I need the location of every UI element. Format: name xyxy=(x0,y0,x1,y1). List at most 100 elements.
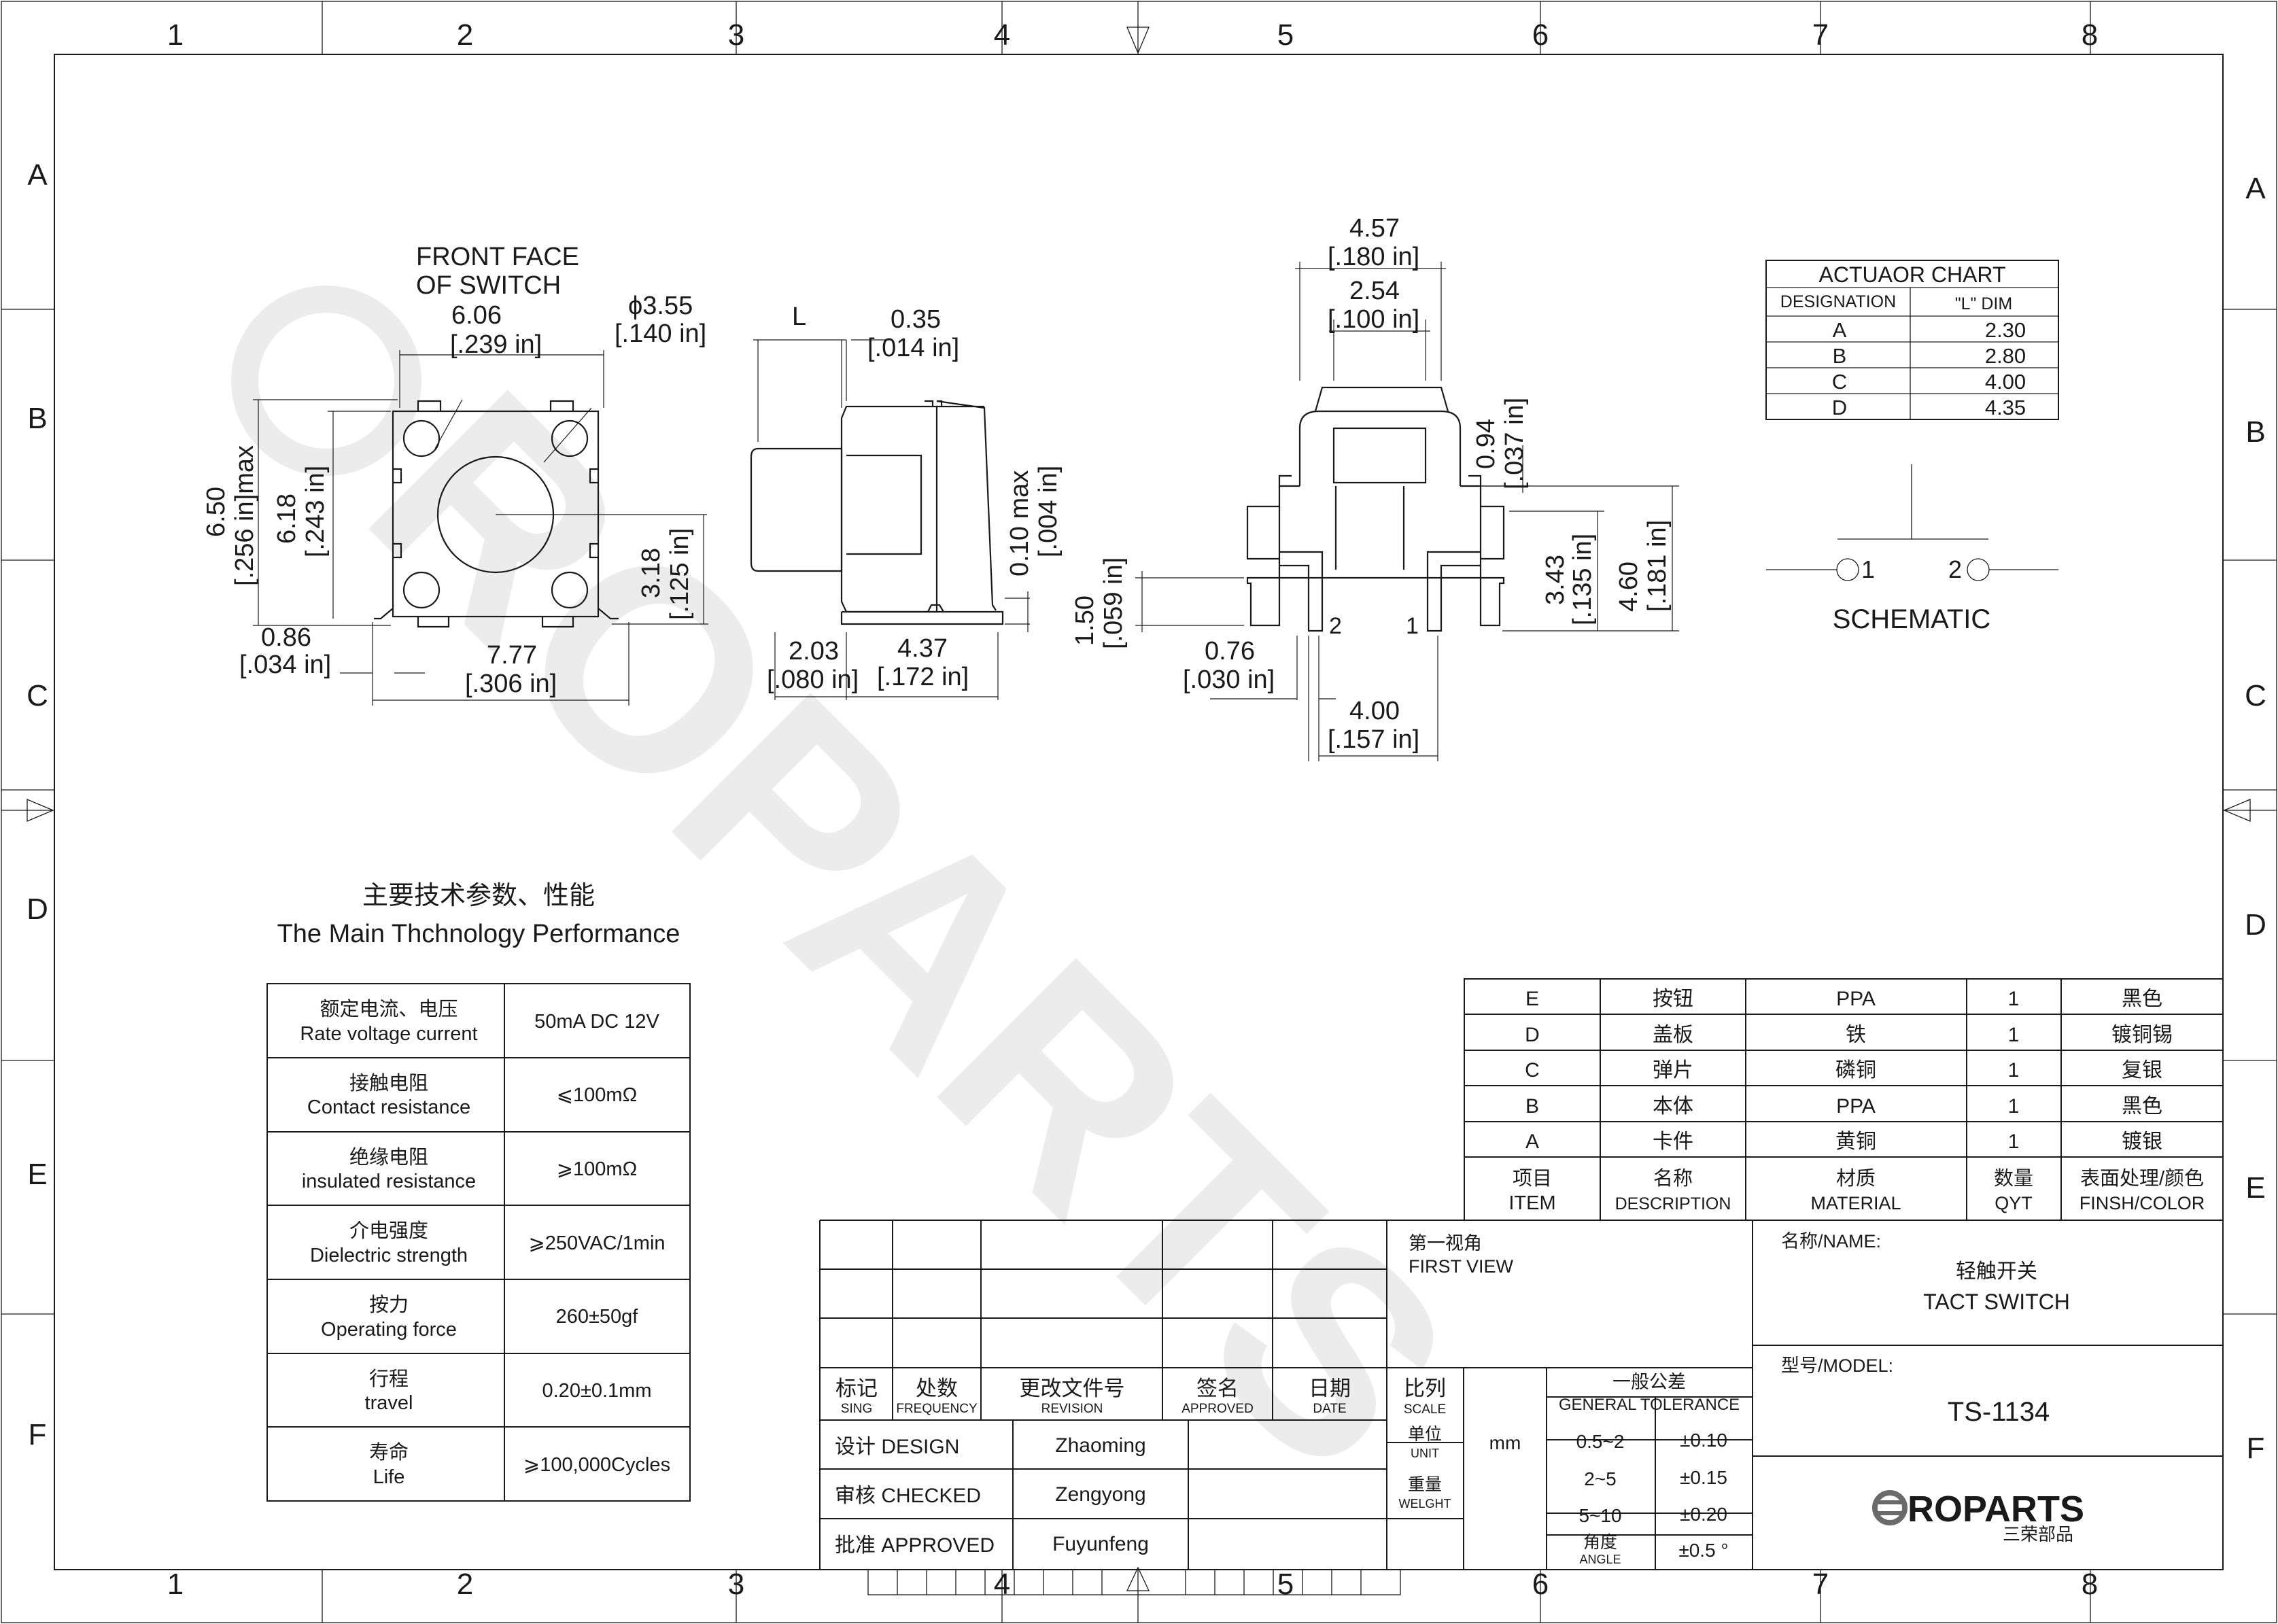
bom-row-d-item: D xyxy=(1525,1024,1540,1046)
bom-row-a-qty: 1 xyxy=(2008,1130,2020,1153)
rev-header-revision-en: REVISION xyxy=(1041,1402,1103,1416)
perf-row-7-en: Life xyxy=(373,1466,405,1488)
tolerance-value-2: ±0.15 xyxy=(1680,1467,1727,1488)
title-block xyxy=(819,1220,2223,1595)
actuator-row-a-value: 2.30 xyxy=(1985,318,2026,342)
zone-row-label: F xyxy=(29,1418,47,1451)
dim-035-in: [.014 in] xyxy=(867,334,959,362)
bom-header-finish-cn: 表面处理/颜色 xyxy=(2080,1167,2204,1190)
rev-header-approved-en: APPROVED xyxy=(1181,1402,1254,1416)
signoff-checked-role: 审核 CHECKED xyxy=(835,1485,981,1507)
name-en: TACT SWITCH xyxy=(1923,1290,2070,1314)
perf-row-3-cn: 绝缘电阻 xyxy=(349,1146,428,1169)
model-label: 型号/MODEL: xyxy=(1781,1355,1893,1376)
zone-row-label: B xyxy=(27,402,47,435)
scale-cn: 比列 xyxy=(1404,1377,1446,1400)
rev-header-approved-cn: 签名 xyxy=(1196,1377,1239,1400)
signoff-approved-role: 批准 APPROVED xyxy=(835,1534,995,1557)
dim-606-mm: 6.06 xyxy=(451,301,502,330)
dim-355-in: [.140 in] xyxy=(615,319,706,348)
front-view xyxy=(253,350,708,706)
dim-254-mm: 2.54 xyxy=(1349,277,1400,305)
bom-row-b-item: B xyxy=(1525,1095,1539,1118)
unit-value: mm xyxy=(1489,1432,1521,1453)
rev-header-date-cn: 日期 xyxy=(1309,1377,1351,1400)
unit-cn: 单位 xyxy=(1408,1425,1442,1444)
zone-column-label: 1 xyxy=(167,18,184,52)
dim-094-in: [.037 in] xyxy=(1500,398,1529,489)
dim-L-label: L xyxy=(792,303,806,331)
center-mark-left xyxy=(1,799,54,822)
bom-row-e-finish: 黑色 xyxy=(2122,988,2162,1010)
signoff-checked-name: Zengyong xyxy=(1055,1483,1145,1506)
zone-column-label: 8 xyxy=(2082,18,2098,52)
bom-row-e-material: PPA xyxy=(1836,988,1876,1010)
zone-row-label: B xyxy=(2245,415,2265,449)
zone-column-label: 2 xyxy=(457,18,473,52)
perf-row-3-value: ⩾100mΩ xyxy=(557,1158,638,1180)
center-mark-bottom xyxy=(1126,1566,1150,1623)
actuator-chart-title: ACTUAOR CHART xyxy=(1819,262,2006,287)
center-mark-top xyxy=(1126,1,1150,54)
zone-row-label: D xyxy=(27,893,48,926)
rev-header-sing-en: SING xyxy=(841,1402,872,1416)
dim-150-in: [.059 in] xyxy=(1099,557,1128,649)
zone-row-label: A xyxy=(2245,172,2266,205)
bom-header-material-en: MATERIAL xyxy=(1810,1193,1901,1213)
signoff-design-name: Zhaoming xyxy=(1055,1434,1145,1457)
bom-row-c-material: 磷铜 xyxy=(1835,1059,1876,1082)
perf-row-5-en: Operating force xyxy=(321,1319,457,1341)
actuator-row-c-value: 4.00 xyxy=(1985,370,2026,394)
zone-column-label: 4 xyxy=(994,1568,1010,1601)
zone-column-label: 3 xyxy=(728,1568,744,1601)
model-value: TS-1134 xyxy=(1948,1397,2050,1427)
dim-203-mm: 2.03 xyxy=(789,637,839,666)
rev-header-date-en: DATE xyxy=(1313,1402,1346,1416)
bom-row-e-qty: 1 xyxy=(2008,988,2020,1010)
angle-value: ±0.5 ° xyxy=(1678,1540,1728,1561)
angle-cn: 角度 xyxy=(1583,1533,1617,1552)
perf-row-2-value: ⩽100mΩ xyxy=(557,1084,638,1106)
side-view xyxy=(750,339,1030,700)
bom-row-c-qty: 1 xyxy=(2008,1059,2020,1082)
dim-355-mm: ϕ3.55 xyxy=(628,292,693,320)
zone-column-label: 4 xyxy=(994,18,1010,52)
dim-343-mm: 3.43 xyxy=(1541,555,1570,605)
zone-row-label: C xyxy=(2245,679,2266,712)
bom-header-qty-cn: 数量 xyxy=(1994,1167,2033,1190)
zone-column-label: 5 xyxy=(1277,18,1294,52)
dim-457-in: [.180 in] xyxy=(1328,243,1419,271)
perf-row-2-en: Contact resistance xyxy=(307,1096,470,1118)
dim-076-in: [.030 in] xyxy=(1183,666,1275,694)
perf-row-5-cn: 按力 xyxy=(369,1294,409,1316)
actuator-row-d-value: 4.35 xyxy=(1985,396,2026,419)
perf-row-5-value: 260±50gf xyxy=(556,1306,639,1328)
dim-076-mm: 0.76 xyxy=(1205,637,1255,666)
zone-row-label: C xyxy=(27,679,48,712)
perf-row-1-cn: 额定电流、电压 xyxy=(320,998,458,1020)
schematic-pin-1: 1 xyxy=(1861,555,1875,583)
dim-457-mm: 4.57 xyxy=(1349,214,1400,243)
dim-010-in: [.004 in] xyxy=(1034,466,1063,557)
bom-header-item-en: ITEM xyxy=(1508,1192,1555,1214)
unit-en: UNIT xyxy=(1411,1447,1439,1460)
pin-1-label: 1 xyxy=(1406,613,1419,639)
perf-row-1-en: Rate voltage current xyxy=(300,1023,477,1045)
dim-400-in: [.157 in] xyxy=(1328,725,1419,754)
brand-logo: ROPARTS 三荣部品 xyxy=(1872,1489,2084,1544)
zone-column-label: 8 xyxy=(2082,1568,2098,1601)
bom-row-a-material: 黄铜 xyxy=(1835,1130,1876,1153)
name-label: 名称/NAME: xyxy=(1781,1231,1881,1251)
bom-row-a-desc: 卡件 xyxy=(1653,1130,1693,1153)
zone-column-label: 1 xyxy=(167,1568,184,1601)
tolerance-cn: 一般公差 xyxy=(1612,1372,1686,1392)
perf-row-4-value: ⩾250VAC/1min xyxy=(528,1232,665,1254)
bom-header-desc-cn: 名称 xyxy=(1653,1167,1693,1190)
dim-606-in: [.239 in] xyxy=(450,330,542,359)
first-view-en: FIRST VIEW xyxy=(1409,1256,1514,1277)
dim-150-mm: 1.50 xyxy=(1071,595,1099,646)
dim-343-in: [.135 in] xyxy=(1568,534,1597,625)
zone-row-label: F xyxy=(2247,1432,2265,1465)
